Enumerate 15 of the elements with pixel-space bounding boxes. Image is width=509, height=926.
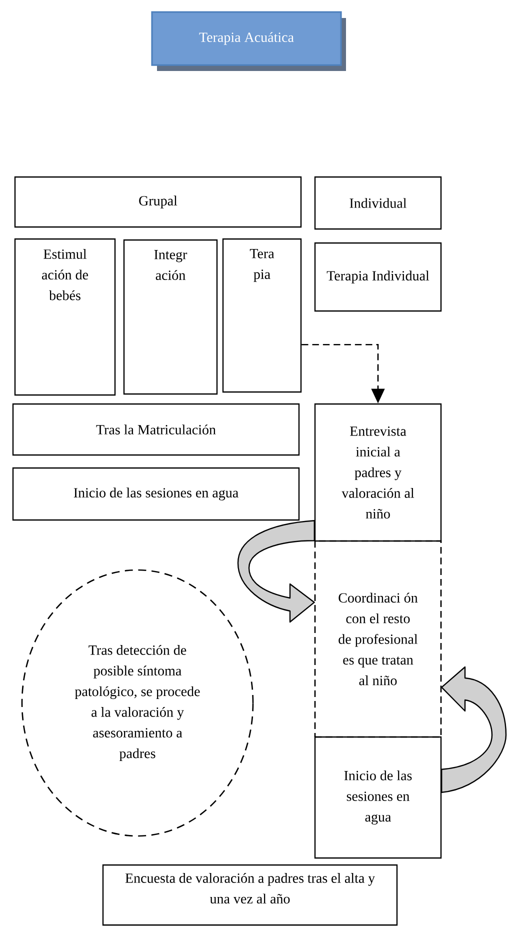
step-box: Inicio de las sesiones en agua: [12, 467, 300, 521]
step-box: Entrevista inicial a padres y valoración al niño: [314, 403, 442, 542]
step-box: Inicio de las sesiones en agua: [314, 736, 442, 859]
block-arrow: [237, 520, 315, 623]
block-arrow: [441, 666, 507, 793]
category-box: Individual: [314, 176, 442, 230]
category-box: Grupal: [14, 176, 302, 228]
step-box: Encuesta de valoración a padres tras el alta y una vez al año: [102, 864, 398, 926]
program-box: Tera pia: [222, 238, 302, 393]
step-box: Coordinaci ón con el resto de profesional es que tratan al niño: [314, 540, 442, 738]
title-box: Terapia Acuática: [151, 11, 346, 72]
step-box: Tras la Matriculación: [12, 403, 300, 456]
program-box: Terapia Individual: [314, 242, 442, 312]
program-box: Estimul ación de bebés: [14, 238, 116, 396]
program-box: Integr ación: [123, 239, 218, 395]
